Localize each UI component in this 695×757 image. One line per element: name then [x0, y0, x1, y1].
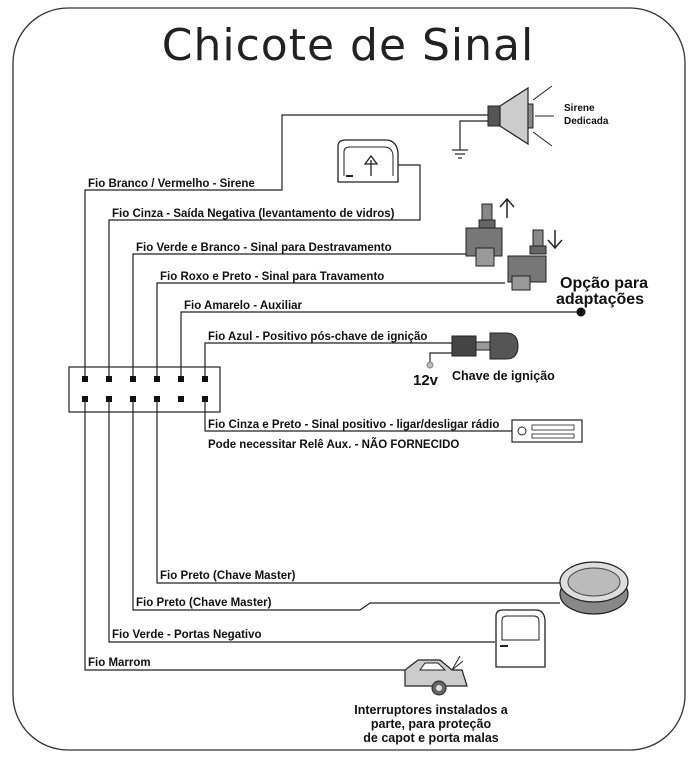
- label-cinza-preto: Fio Cinza e Preto - Sinal positivo - lig…: [208, 419, 499, 431]
- wire-verde: [108, 402, 495, 643]
- car-icon: [404, 655, 468, 696]
- wire-cinza-preto: [204, 402, 520, 432]
- label-verde-branco: Fio Verde e Branco - Sinal para Destrava…: [136, 242, 392, 254]
- wire-preto-2: [132, 402, 560, 611]
- wire-azul: [204, 342, 452, 376]
- siren-label-2: Dedicada: [564, 116, 609, 127]
- wire-preto-1: [156, 402, 560, 584]
- label-preto-1: Fio Preto (Chave Master): [160, 570, 296, 582]
- diagram-title: Chicote de Sinal: [162, 20, 534, 71]
- door-icon: [495, 609, 546, 668]
- master-switch-icon: [559, 561, 629, 615]
- lock-actuator-unlock-icon: [465, 197, 515, 267]
- label-cinza: Fio Cinza - Saída Negativa (levantamento…: [112, 208, 395, 220]
- siren-icon: [452, 85, 554, 159]
- connector-block: [68, 366, 221, 413]
- wire-amarelo: [180, 311, 580, 376]
- label-relay-note: Pode necessitar Relê Aux. - NÃO FORNECID…: [208, 438, 459, 451]
- switches-label-2: parte, para proteção: [371, 717, 492, 731]
- label-preto-2: Fio Preto (Chave Master): [136, 597, 272, 609]
- wire-branco-vermelho: [84, 114, 488, 376]
- lock-actuator-lock-icon: [507, 229, 563, 291]
- label-marrom: Fio Marrom: [88, 657, 151, 669]
- ignition-voltage: 12v: [413, 372, 439, 389]
- label-verde: Fio Verde - Portas Negativo: [112, 629, 262, 641]
- siren-label-1: Sirene: [564, 103, 595, 114]
- wire-verde-branco: [132, 253, 480, 376]
- label-azul: Fio Azul - Positivo pós-chave de ignição: [208, 331, 427, 343]
- label-roxo-preto: Fio Roxo e Preto - Sinal para Travamento: [160, 271, 384, 283]
- option-label-2: adaptações: [556, 291, 644, 308]
- ignition-label: Chave de ignição: [452, 369, 555, 383]
- radio-icon: [511, 419, 583, 443]
- option-label-1: Opção para: [560, 275, 648, 292]
- switches-label-3: de capot e porta malas: [363, 731, 499, 745]
- ignition-key-icon: [426, 332, 519, 369]
- switches-label-1: Interruptores instalados a: [354, 703, 509, 717]
- label-amarelo: Fio Amarelo - Auxiliar: [184, 300, 303, 312]
- wire-marrom: [84, 402, 405, 671]
- diagram-frame: [12, 7, 686, 751]
- wire-cinza: [108, 164, 421, 376]
- label-branco-vermelho: Fio Branco / Vermelho - Sirene: [88, 178, 255, 190]
- option-terminal-dot: [576, 307, 586, 317]
- connector-pins: [82, 376, 208, 402]
- wire-roxo-preto: [156, 282, 505, 376]
- window-lift-icon: [337, 139, 399, 183]
